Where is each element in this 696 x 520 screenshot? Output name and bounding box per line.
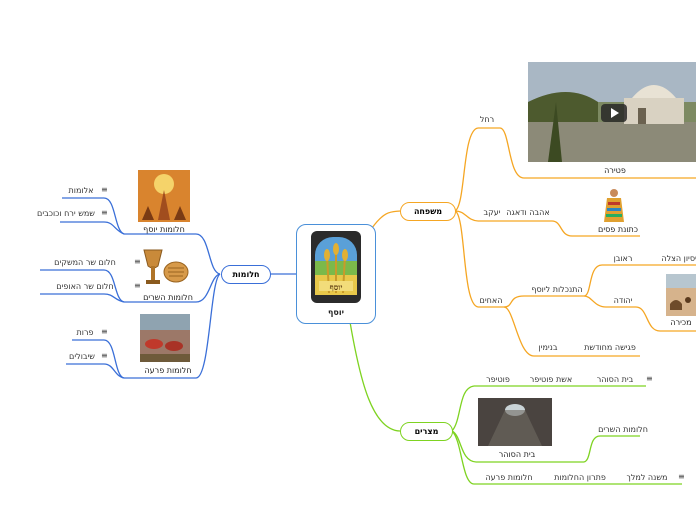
topic-dreams[interactable]: חלומות: [221, 265, 271, 284]
note-icon-ears[interactable]: ≡: [101, 351, 108, 360]
topic-family[interactable]: משפחה: [400, 202, 456, 221]
note-icon-prison[interactable]: ≡: [646, 374, 653, 383]
node-baker-dream[interactable]: חלום שר האופים: [56, 282, 114, 291]
node-jacob[interactable]: יעקב: [483, 208, 501, 217]
node-cupbearer-dream[interactable]: חלום שר המשקים: [54, 258, 116, 267]
cows-painting-icon: [140, 314, 190, 362]
node-prison[interactable]: בית הסוהר: [596, 375, 634, 384]
node-reunion[interactable]: פגישה מחודשת: [584, 343, 636, 352]
prison-caption: בית הסוהר: [498, 450, 536, 459]
center-image: יוסף: [311, 231, 361, 303]
node-ears-of-grain[interactable]: שיבולים: [69, 352, 95, 361]
node-pharaoh-dreams[interactable]: חלומות פרעה: [485, 473, 533, 482]
pharaoh-dreams-caption: חלומות פרעה: [144, 366, 192, 375]
ministers-dreams-caption: חלומות השרים: [143, 293, 193, 302]
sale-image: [666, 274, 696, 316]
coat-of-colors-image: [602, 188, 626, 224]
joseph-dreams-caption: חלומות יוסף: [143, 225, 185, 234]
play-icon[interactable]: [601, 104, 627, 122]
note-icon-baker[interactable]: ≡: [134, 281, 141, 290]
node-brothers[interactable]: האחים: [479, 296, 503, 305]
node-potiphar-wife[interactable]: אשת פוטיפר: [529, 375, 573, 384]
note-icon-cows[interactable]: ≡: [101, 327, 108, 336]
node-yehuda[interactable]: יהודה: [613, 296, 633, 305]
node-viceroy[interactable]: משנה למלך: [626, 473, 668, 482]
node-rescue-attempt[interactable]: ניסיון הצלה: [661, 254, 696, 263]
center-topic[interactable]: יוסף יוסף: [296, 224, 376, 324]
sheaves-bowing-icon: [138, 170, 190, 222]
note-icon-viceroy[interactable]: ≡: [678, 472, 685, 481]
node-binyamin[interactable]: בנימין: [538, 343, 558, 352]
coat-caption: כתונת פסים: [598, 225, 638, 234]
prison-cave-icon: [478, 398, 552, 446]
center-image-text: יוסף: [329, 282, 343, 292]
topic-egypt[interactable]: מצרים: [400, 422, 453, 441]
joseph-dreams-image: [138, 170, 190, 222]
sale-caption: מכירה: [670, 318, 692, 327]
ministers-dreams-image: [140, 246, 190, 290]
cup-and-bread-icon: [143, 249, 189, 284]
prison-image: [478, 398, 552, 446]
rachel-image-caption: פטירה: [604, 166, 626, 175]
center-label: יוסף: [328, 308, 344, 317]
node-sheaves[interactable]: אלומות: [68, 186, 94, 195]
coat-icon: [604, 189, 624, 222]
pharaoh-dreams-image: [140, 314, 190, 362]
note-icon-cupbearer[interactable]: ≡: [134, 257, 141, 266]
node-cows[interactable]: פרות: [76, 328, 94, 337]
node-ministers-dreams[interactable]: חלומות השרים: [598, 425, 648, 434]
node-sun-moon-stars[interactable]: שמש ירח וכוכבים: [37, 209, 95, 218]
node-plot-against-joseph[interactable]: התנכלות ליוסף: [531, 285, 583, 294]
node-dream-interpretation[interactable]: פתרון החלומות: [554, 473, 606, 482]
node-love-and-care[interactable]: אהבה ודאגה: [506, 208, 550, 217]
stained-glass-wheat-icon: [315, 237, 357, 295]
node-reuven[interactable]: ראובן: [613, 254, 633, 263]
rachel-video-thumbnail[interactable]: [528, 62, 696, 162]
desert-caravan-icon: [666, 274, 696, 316]
node-rachel[interactable]: רחל: [479, 115, 495, 124]
node-potiphar[interactable]: פוטיפר: [486, 375, 510, 384]
note-icon-sheaves[interactable]: ≡: [101, 185, 108, 194]
note-icon-sun-moon-stars[interactable]: ≡: [101, 208, 108, 217]
